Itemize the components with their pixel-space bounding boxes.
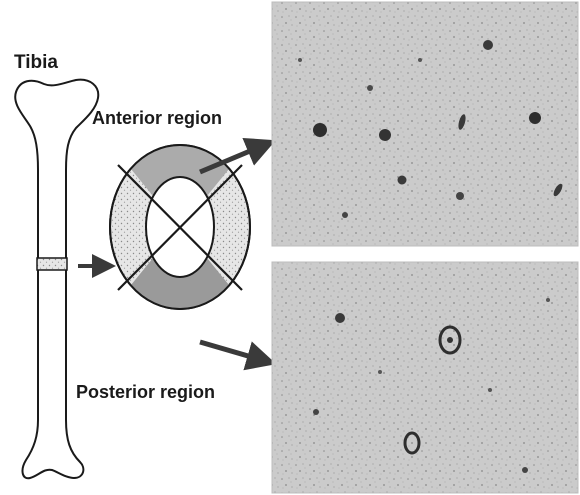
section-slice — [37, 258, 67, 270]
posterior-arrow — [200, 342, 262, 360]
tibia-bone — [15, 80, 98, 479]
cross-section — [110, 145, 250, 309]
anterior-micrograph — [272, 2, 578, 246]
tibia-label: Tibia — [14, 52, 58, 73]
posterior-micrograph — [272, 262, 578, 493]
anterior-label: Anterior region — [92, 108, 222, 128]
posterior-label: Posterior region — [76, 382, 215, 402]
